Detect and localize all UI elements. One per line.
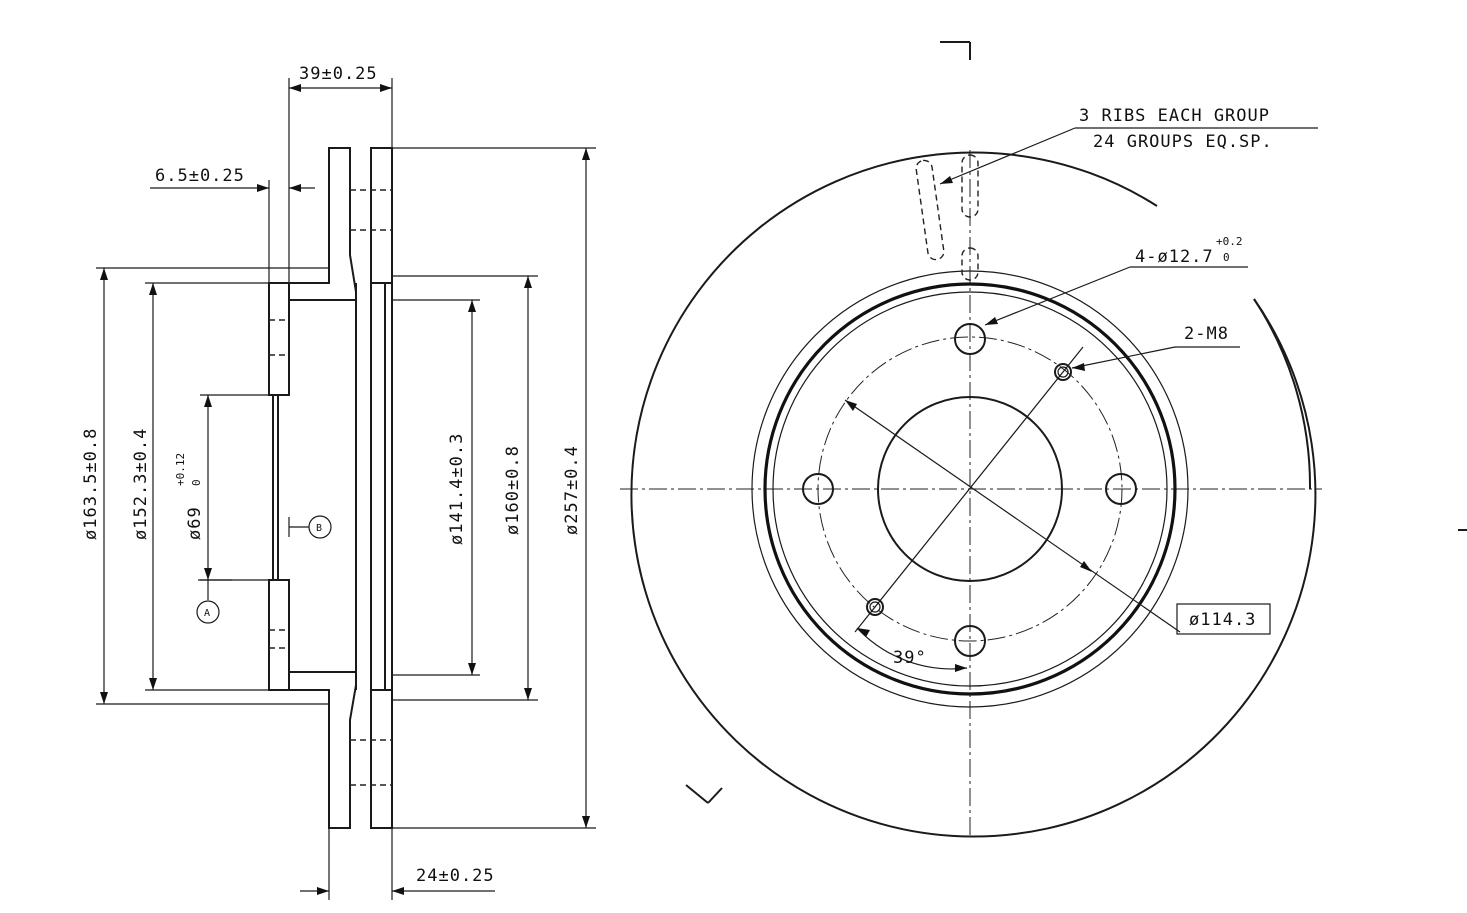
- dim-hat-outer-diameter-label: ø163.5±0.8: [81, 428, 101, 540]
- ribs-note-line1: 3 RIBS EACH GROUP: [1079, 106, 1270, 126]
- threaded-hole: [1054, 363, 1072, 381]
- angle-dimension: 39°: [856, 627, 968, 672]
- dim-hat-offset: 6.5±0.25: [150, 166, 315, 283]
- dim-outer-diameter: ø257±0.4: [392, 147, 596, 829]
- dim-inner-step-diameter: ø141.4±0.3: [392, 299, 480, 676]
- dim-disc-thickness-label: 24±0.25: [416, 866, 495, 886]
- stud-holes-note: 4-ø12.7 +0.2 0: [984, 235, 1248, 326]
- ribs-note: 3 RIBS EACH GROUP 24 GROUPS EQ.SP.: [939, 106, 1318, 185]
- dim-bore-diameter: ø69 +0.12 0: [174, 394, 273, 581]
- stud-holes-label: 4-ø12.7: [1135, 247, 1214, 267]
- dim-hat-offset-label: 6.5±0.25: [155, 166, 245, 186]
- section-mark-top: [940, 41, 971, 60]
- dim-bore-diameter-label: ø69: [185, 506, 205, 540]
- dim-disc-thickness: 24±0.25: [300, 828, 495, 900]
- dim-hat-inner-diameter: ø152.3±0.4: [131, 282, 269, 691]
- dim-bore-tol-lower: 0: [190, 479, 203, 486]
- pcd-dimension: ø114.3: [844, 399, 1271, 635]
- angle-label: 39°: [893, 648, 927, 668]
- stud-holes-tol-lower: 0: [1223, 251, 1230, 264]
- disc-outer-edge-break: [1253, 298, 1312, 490]
- dim-braking-inner-diameter: ø160±0.8: [392, 275, 538, 701]
- pcd-label: ø114.3: [1189, 610, 1256, 630]
- datum-a-label: A: [204, 608, 210, 619]
- dim-inner-step-diameter-label: ø141.4±0.3: [447, 433, 467, 545]
- dim-total-width: 39±0.25: [288, 64, 393, 283]
- front-view: ø114.3 39° 3 RIBS EACH GROUP 24 GROUPS E…: [620, 41, 1467, 838]
- threaded-hole-axis: [854, 346, 1084, 633]
- stud-hole: [1105, 473, 1137, 505]
- dim-bore-tol-upper: +0.12: [174, 453, 187, 486]
- datum-a: A: [196, 579, 232, 624]
- stud-hole: [802, 473, 834, 505]
- hat-step-circle: [772, 291, 1168, 687]
- dim-hat-outer-diameter: ø163.5±0.8: [81, 267, 329, 705]
- section-view: 39±0.25 6.5±0.25 24±0.25 ø163.5±: [81, 64, 596, 900]
- stud-hole: [954, 323, 986, 355]
- dim-braking-inner-diameter-label: ø160±0.8: [503, 445, 523, 535]
- bolt-circle: [817, 336, 1123, 642]
- datum-b: B: [288, 515, 332, 539]
- threaded-hole: [866, 598, 884, 616]
- datum-b-label: B: [316, 523, 322, 534]
- hat-outer-circle: [751, 270, 1189, 708]
- stud-holes-tol-upper: +0.2: [1216, 235, 1243, 248]
- dim-outer-diameter-label: ø257±0.4: [562, 445, 582, 535]
- center-bore: [877, 396, 1063, 582]
- stud-hole: [954, 625, 986, 657]
- disc-section-profile: [268, 147, 393, 829]
- threads-label: 2-M8: [1184, 324, 1229, 344]
- disc-outer-edge: [630, 151, 1317, 838]
- dim-hat-inner-diameter-label: ø152.3±0.4: [131, 428, 151, 540]
- dim-total-width-label: 39±0.25: [299, 64, 378, 84]
- threads-note: 2-M8: [1071, 324, 1240, 371]
- section-mark-bottom: [685, 784, 723, 804]
- hat-inner-circle: [763, 282, 1177, 696]
- ribs-note-line2: 24 GROUPS EQ.SP.: [1093, 132, 1273, 152]
- cooling-ribs: [915, 154, 979, 281]
